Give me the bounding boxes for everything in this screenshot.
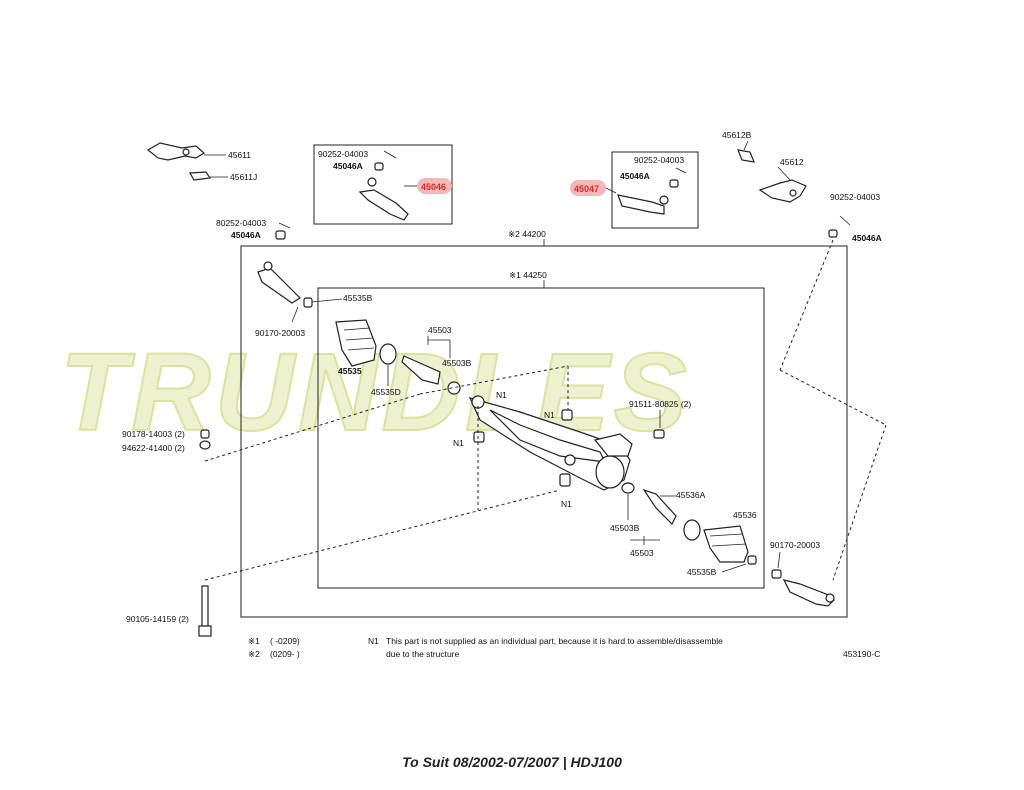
label-94622: 94622-41400 (2) — [122, 443, 185, 453]
box1-label-45046: 45046 — [421, 182, 446, 192]
box2-label-45046A: 45046A — [620, 171, 650, 181]
label-N1-c: N1 — [453, 438, 464, 448]
clamp-45535D — [379, 343, 397, 365]
box1-label-90252: 90252-04003 — [318, 149, 368, 159]
label-45535B-right: 45535B — [687, 567, 717, 577]
label-45536A: 45536A — [676, 490, 706, 500]
box2-label-45047: 45047 — [574, 184, 599, 194]
tie-rod-end-45047-box — [611, 151, 699, 229]
label-N1-d: N1 — [561, 499, 572, 509]
diagram-code: 453190-C — [843, 649, 880, 659]
label-45535D: 45535D — [371, 387, 401, 397]
label-45612B: 45612B — [722, 130, 752, 140]
footnote-n1-mark: N1 — [368, 636, 379, 646]
label-45611: 45611 — [228, 150, 251, 160]
label-45046A-right: 45046A — [852, 233, 882, 243]
outer-box-label: ※2 44200 — [508, 229, 546, 239]
boot-45535-left — [335, 319, 377, 367]
label-80252-left: 80252-04003 — [216, 218, 266, 228]
footnote2-range: (0209- ) — [270, 649, 300, 659]
box1-label-45046A: 45046A — [333, 161, 363, 171]
tie-rod-end-left — [257, 267, 301, 304]
highlight-45046 — [417, 178, 452, 194]
steering-arm-45611 — [146, 142, 228, 181]
steering-arm-45612 — [737, 140, 807, 203]
footnote1-mark: ※1 — [248, 636, 260, 646]
clamp-45536A — [683, 519, 701, 541]
inner-tie-rod-right — [642, 488, 677, 526]
boot-45536-right — [703, 525, 749, 563]
footnote1-range: ( -0209) — [270, 636, 300, 646]
label-N1-b: N1 — [544, 410, 555, 420]
label-91511: 91511-80825 (2) — [629, 399, 691, 409]
label-90178: 90178-14003 (2) — [122, 429, 185, 439]
label-90170-right: 90170-20003 — [770, 540, 820, 550]
label-45503B-left: 45503B — [442, 358, 472, 368]
label-45535B-left: 45535B — [343, 293, 373, 303]
footnote-n1-text-1: This part is not supplied as an individu… — [386, 636, 723, 646]
label-45612: 45612 — [780, 157, 804, 167]
label-45503B-right: 45503B — [610, 523, 640, 533]
label-45535-left: 45535 — [338, 366, 362, 376]
bolt-90105 — [198, 585, 212, 637]
inner-assembly-box — [317, 287, 765, 589]
tie-rod-end-45046-box — [313, 144, 453, 225]
label-45046A-left: 45046A — [231, 230, 261, 240]
label-45536: 45536 — [733, 510, 757, 520]
label-90105: 90105-14159 (2) — [126, 614, 189, 624]
inner-box-label: ※1 44250 — [509, 270, 547, 280]
highlight-45047 — [570, 180, 606, 196]
footnote2-mark: ※2 — [248, 649, 260, 659]
rack-housing — [468, 395, 633, 491]
inner-tie-rod-left — [401, 355, 441, 385]
label-N1-a: N1 — [496, 390, 507, 400]
label-90252-right: 90252-04003 — [830, 192, 880, 202]
label-90170-left: 90170-20003 — [255, 328, 305, 338]
label-45503-right: 45503 — [630, 548, 654, 558]
box2-label-90252: 90252-04003 — [634, 155, 684, 165]
tie-rod-end-right — [782, 579, 835, 607]
footnote-n1-text-2: due to the structure — [386, 649, 460, 659]
label-45503-left: 45503 — [428, 325, 452, 335]
fitment-caption: To Suit 08/2002-07/2007 | HDJ100 — [402, 754, 622, 770]
label-45611J: 45611J — [230, 172, 257, 182]
